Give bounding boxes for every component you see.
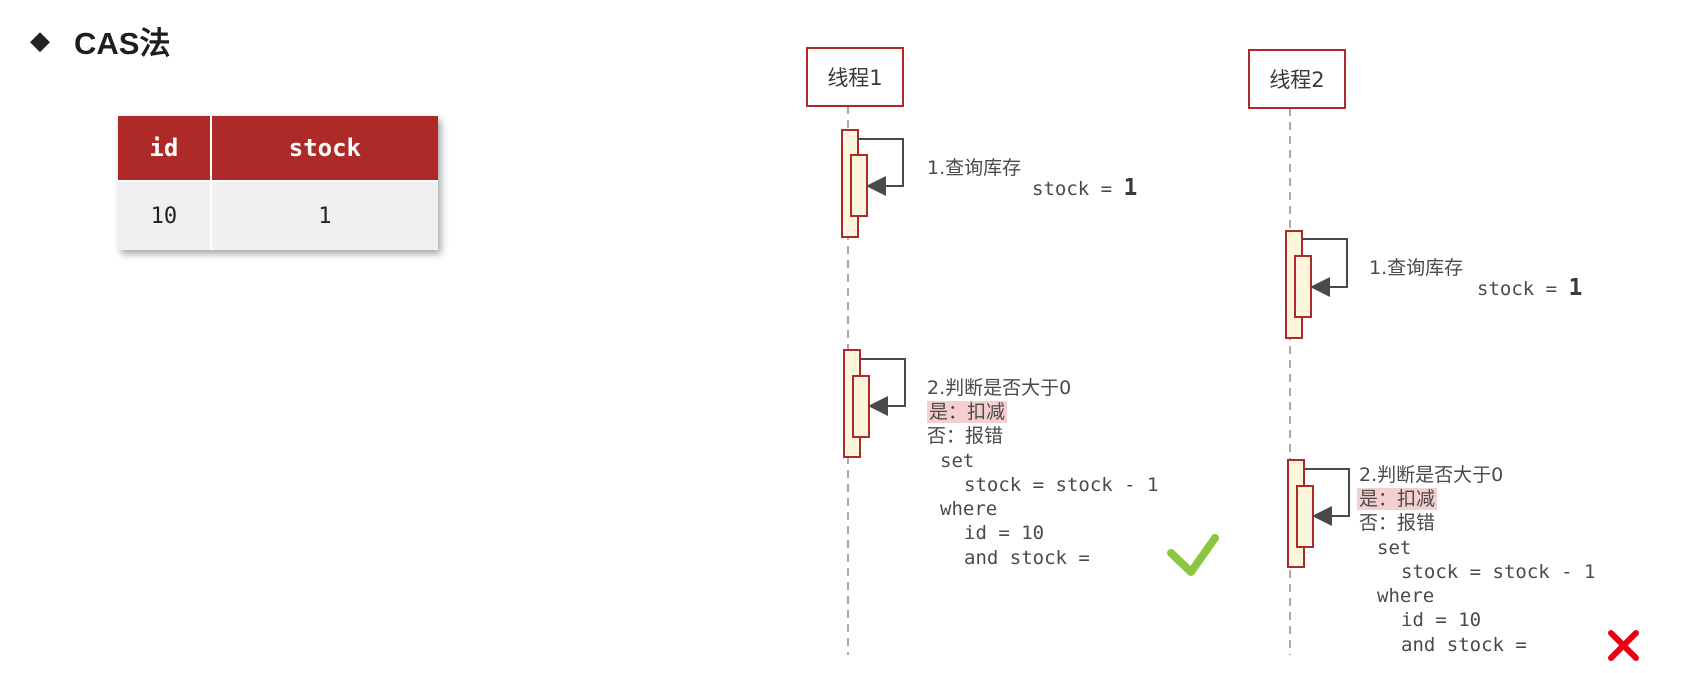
thread2-step2-yes-row: 是：扣减 (1357, 484, 1438, 511)
thread1-step1-stock: stock = 1 (1032, 175, 1137, 201)
thread2-step1-stock: stock = 1 (1477, 275, 1582, 301)
cross-icon (1608, 630, 1639, 661)
thread1-step2-activation (843, 349, 906, 458)
heading-title: CAS法 (74, 26, 171, 61)
stock-value: 1 (1568, 275, 1583, 301)
thread2-step2-activation (1287, 459, 1350, 568)
thread2-step2-no: 否：报错 (1359, 512, 1436, 534)
thread1-step2-title: 2.判断是否大于0 (927, 377, 1072, 399)
check-icon (1167, 534, 1219, 576)
thread1-step2-yes-row: 是：扣减 (927, 397, 1008, 424)
thread2-step1-activation (1285, 230, 1348, 339)
sql-line: set (1377, 537, 1412, 559)
sql-line: set (940, 450, 975, 472)
cell-stock: 1 (209, 180, 438, 250)
thread1-step1-activation (841, 129, 904, 238)
sql-line: id = 10 (1401, 609, 1482, 631)
sql-line: where (1377, 585, 1435, 607)
thread1-step1-title: 1.查询库存 (927, 157, 1022, 179)
stock-table: id stock 10 1 (118, 116, 438, 250)
column-header-stock: stock (209, 116, 438, 181)
thread2-step2-yes: 是：扣减 (1357, 488, 1438, 510)
stock-label: stock = (1477, 278, 1569, 300)
table-row: 10 1 (118, 180, 438, 250)
thread1-step2-no: 否：报错 (927, 425, 1004, 447)
sql-line: and stock = (1401, 634, 1539, 656)
column-header-id: id (118, 116, 211, 181)
thread2-label: 线程2 (1269, 68, 1325, 92)
thread1-label: 线程1 (827, 66, 883, 90)
diamond-icon: ◆ (30, 25, 50, 56)
sql-line: and stock = (964, 547, 1102, 569)
thread1-header: 线程1 (806, 47, 904, 107)
sql-line: stock = stock - 1 (1401, 561, 1596, 583)
table-header-row: id stock (118, 116, 438, 181)
stock-label: stock = (1032, 178, 1124, 200)
thread2-header: 线程2 (1248, 49, 1346, 109)
thread2-step1-title: 1.查询库存 (1369, 257, 1464, 279)
section-heading: ◆ CAS法 (30, 18, 170, 63)
sql-line: where (940, 498, 998, 520)
sql-line: id = 10 (964, 522, 1045, 544)
sql-line: stock = stock - 1 (964, 474, 1159, 496)
cell-id: 10 (118, 180, 211, 250)
thread1-step2-yes: 是：扣减 (927, 401, 1008, 423)
stock-value: 1 (1123, 175, 1138, 201)
thread2-step2-title: 2.判断是否大于0 (1359, 464, 1504, 486)
